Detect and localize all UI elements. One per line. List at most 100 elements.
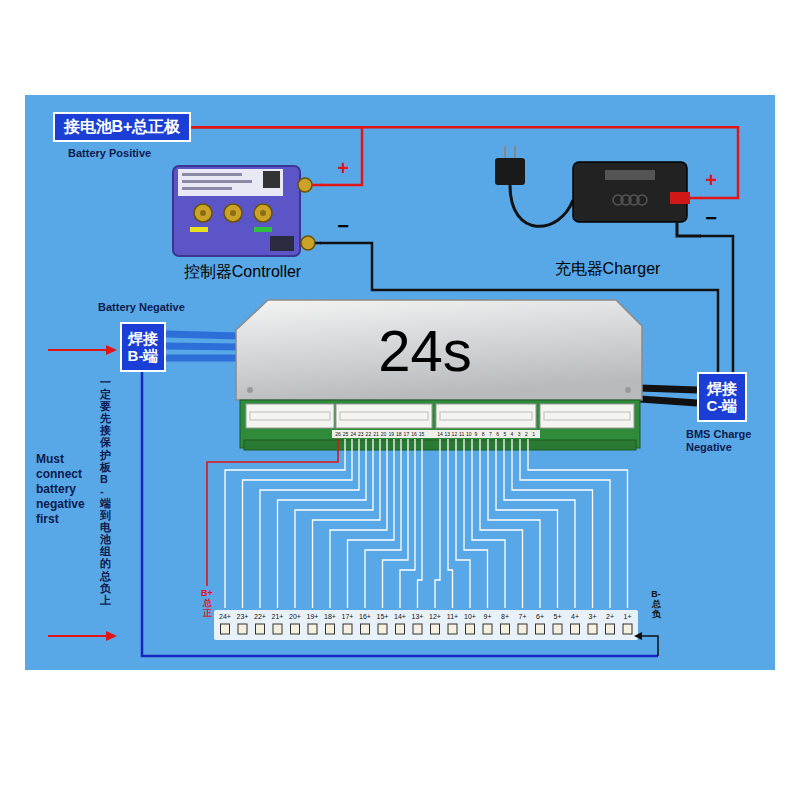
terminal-label: 6+ xyxy=(532,612,548,621)
output-cable xyxy=(677,222,701,236)
sense-wire xyxy=(383,439,409,608)
pin-number: 6 xyxy=(494,431,502,438)
terminal-label: 7+ xyxy=(515,612,531,621)
terminal-screw xyxy=(230,210,236,216)
pin-number: 8 xyxy=(479,431,487,438)
terminal-label: 19+ xyxy=(305,612,321,621)
battery-terminal xyxy=(483,624,492,634)
connector-slot xyxy=(340,412,428,420)
phase-terminal xyxy=(224,204,242,222)
box-label: 接电池B+总正极 xyxy=(64,118,181,136)
terminal-label: 10+ xyxy=(462,612,478,621)
battery-terminal xyxy=(361,624,370,634)
pin-number: 19 xyxy=(387,431,395,438)
terminal-label: 1+ xyxy=(620,612,636,621)
terminal-label: 2+ xyxy=(602,612,618,621)
blue-panel xyxy=(25,95,775,670)
pin-number: 20 xyxy=(380,431,388,438)
terminal-label: 18+ xyxy=(322,612,338,621)
connector-slot xyxy=(440,412,532,420)
polarity-mark: − xyxy=(702,208,720,228)
pin-number: 2 xyxy=(522,431,530,438)
battery-terminal xyxy=(378,624,387,634)
pin-number: 4 xyxy=(508,431,516,438)
battery-cable xyxy=(166,334,240,336)
wire xyxy=(191,127,362,185)
sense-wire xyxy=(464,439,488,608)
battery-terminals xyxy=(221,624,633,634)
arrowhead xyxy=(634,632,642,640)
polarity-mark: − xyxy=(334,216,352,236)
terminal-label: 14+ xyxy=(392,612,408,621)
pin-number: 11 xyxy=(458,431,466,438)
connector-slot xyxy=(250,412,330,420)
terminal-label: 22+ xyxy=(252,612,268,621)
pin-number: 16 xyxy=(410,431,418,438)
weld-terminal-box: 焊接 C-端 xyxy=(697,372,747,422)
battery-terminal xyxy=(448,624,457,634)
note-text: BMS Charge Negative xyxy=(686,428,770,454)
total-negative-lead xyxy=(641,636,658,656)
wire xyxy=(700,236,733,372)
pin-number: 26 xyxy=(334,431,342,438)
charger-cord xyxy=(510,185,573,226)
battery-terminal xyxy=(623,624,632,634)
sticker-line xyxy=(182,187,232,190)
device-label: 充电器Charger xyxy=(515,259,700,279)
color-mark xyxy=(254,227,272,232)
charger: 充电器Charger xyxy=(455,140,700,285)
terminal-label: 5+ xyxy=(550,612,566,621)
pin-number: 17 xyxy=(402,431,410,438)
battery-terminal xyxy=(501,624,510,634)
controller-body xyxy=(173,166,300,256)
screw xyxy=(625,387,631,393)
sense-wire xyxy=(243,439,353,608)
terminal-label: 8+ xyxy=(497,612,513,621)
output-plug xyxy=(670,192,690,204)
terminal-label: 15+ xyxy=(375,612,391,621)
battery-terminal xyxy=(518,624,527,634)
sense-wire xyxy=(435,439,440,608)
pin-number: 1 xyxy=(530,431,538,438)
pin-number: 10 xyxy=(465,431,473,438)
terminal-screw xyxy=(200,210,206,216)
charge-cable xyxy=(640,399,697,403)
device-label: 控制器Controller xyxy=(165,262,320,282)
terminal-strip xyxy=(214,610,638,640)
terminal-label: 11+ xyxy=(445,612,461,621)
sense-wires xyxy=(225,439,628,608)
board-label: 24s xyxy=(350,322,500,380)
polarity-mark: + xyxy=(334,158,352,178)
b-plus-wire xyxy=(207,439,338,586)
connector xyxy=(540,404,634,428)
connector xyxy=(436,404,536,428)
battery-terminal xyxy=(326,624,335,634)
weld-terminal-box: 焊接 B-端 xyxy=(120,322,166,372)
vertical-note: 总正 xyxy=(203,599,212,619)
sticker-line xyxy=(182,180,252,183)
sense-wire xyxy=(278,439,367,608)
arrowhead xyxy=(106,631,117,641)
charger-ring xyxy=(637,195,647,205)
controller: 控制器Controller xyxy=(165,158,320,285)
pin-number: 23 xyxy=(357,431,365,438)
sense-wire xyxy=(504,439,575,608)
terminal-label: 23+ xyxy=(235,612,251,621)
box-label: 焊接 B-端 xyxy=(125,330,161,365)
note-text: Must connect battery negative first xyxy=(36,452,96,527)
battery-terminal xyxy=(606,624,615,634)
box-label: 焊接 C-端 xyxy=(702,380,742,415)
pin-number: 18 xyxy=(395,431,403,438)
heat-sink-plate xyxy=(236,300,642,400)
pin-number: 3 xyxy=(515,431,523,438)
sense-wire xyxy=(512,439,593,608)
sense-wire xyxy=(400,439,415,608)
wire-stub xyxy=(312,184,321,187)
battery-terminal xyxy=(466,624,475,634)
connector xyxy=(246,404,334,428)
terminal-label: 12+ xyxy=(427,612,443,621)
screw xyxy=(247,387,253,393)
wall-plug xyxy=(495,158,525,185)
sense-wire xyxy=(480,439,523,608)
pin-number: 25 xyxy=(342,431,350,438)
